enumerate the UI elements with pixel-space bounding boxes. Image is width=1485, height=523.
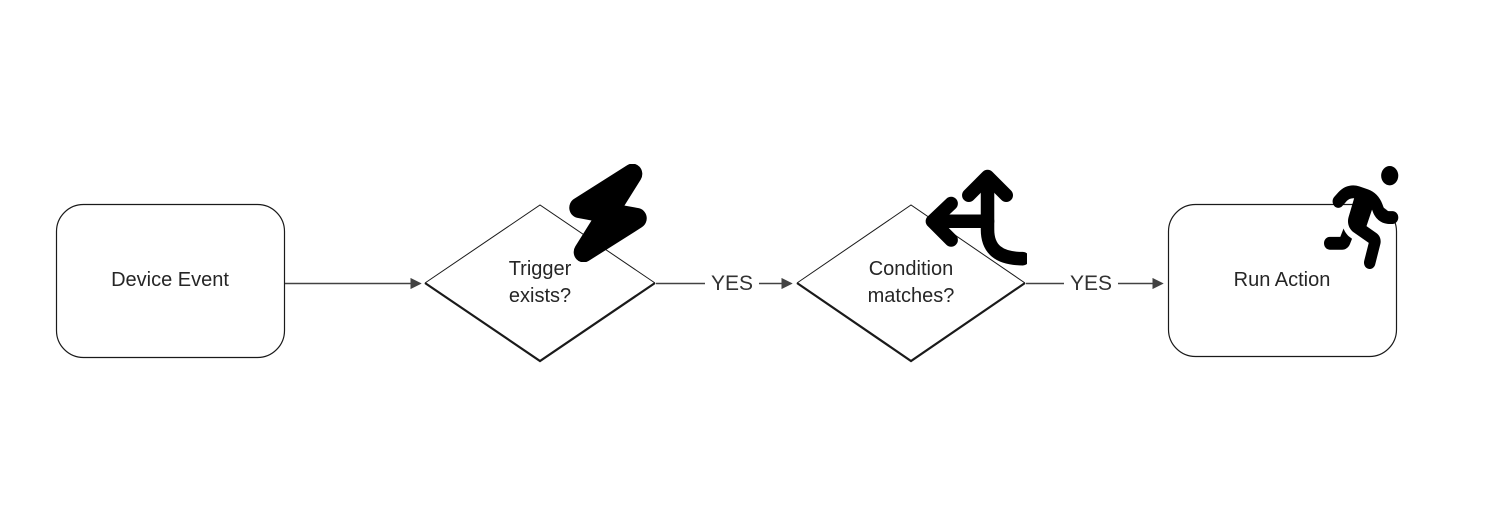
split-arrows-icon [925, 169, 1027, 266]
lightning-bolt-icon [569, 164, 647, 262]
node-device-event [55, 203, 286, 359]
node-condition-matches [796, 204, 1026, 363]
person-running-icon [1324, 166, 1399, 269]
